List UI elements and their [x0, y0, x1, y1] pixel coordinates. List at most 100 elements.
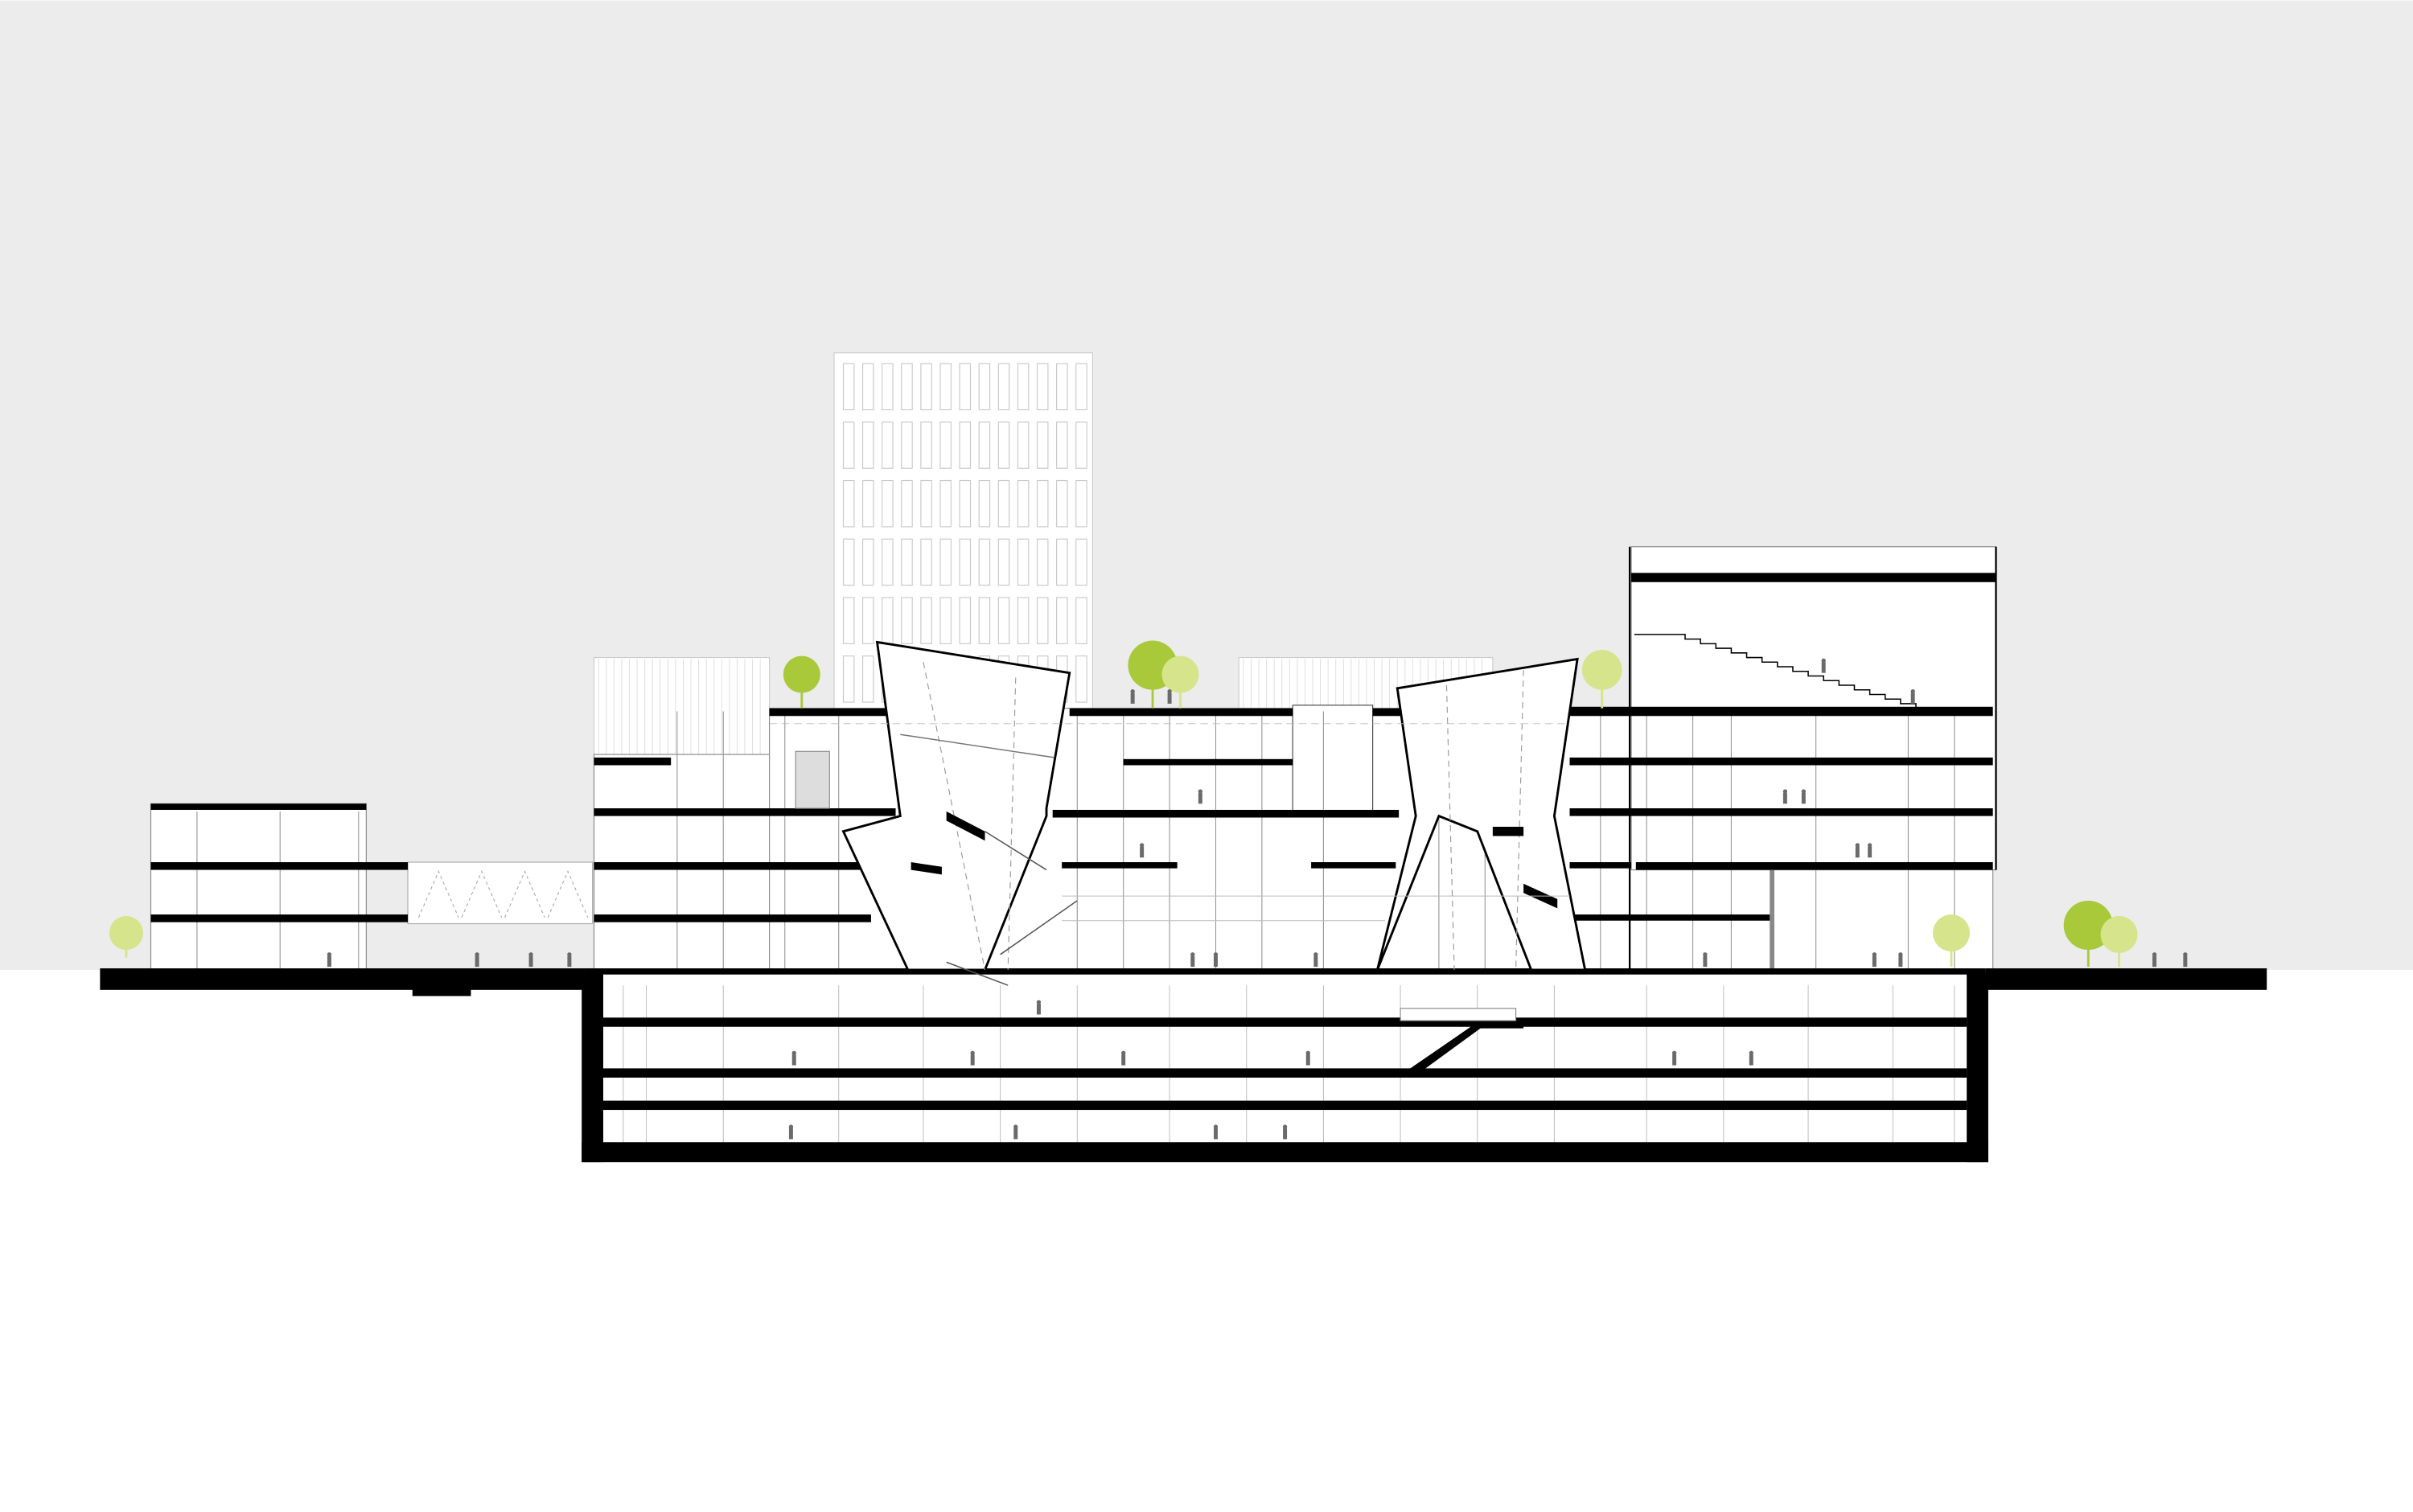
- person-icon: [1167, 688, 1172, 694]
- person-icon: [1213, 952, 1219, 957]
- floor-slab: [1372, 708, 1404, 717]
- floor-slab: [1569, 706, 1993, 717]
- person-icon: [567, 955, 572, 968]
- tree-icon: [2100, 915, 2138, 953]
- tower-window: [1056, 363, 1068, 411]
- tower-window: [862, 538, 874, 586]
- tower-window: [978, 597, 991, 644]
- tree-icon: [1581, 649, 1622, 690]
- person-icon: [1703, 952, 1708, 957]
- ground-floor-slab: [585, 968, 1986, 975]
- tree-icon: [1933, 914, 1970, 951]
- escalator-rail: [985, 831, 1047, 871]
- elevator-core: [795, 750, 830, 809]
- person-icon: [1213, 955, 1218, 968]
- person-icon: [970, 1054, 975, 1066]
- person-icon: [1121, 1050, 1126, 1055]
- floor-slab: [150, 914, 409, 922]
- tower-window: [1017, 363, 1030, 411]
- floor-slab: [594, 862, 896, 870]
- tower-window: [1075, 597, 1087, 644]
- tower-window: [882, 538, 894, 586]
- person-icon: [1703, 955, 1708, 968]
- tower-window: [1075, 538, 1087, 586]
- person-icon: [970, 1050, 975, 1055]
- tower-window: [1017, 421, 1030, 469]
- tower-window: [978, 421, 991, 469]
- floor-slab: [1635, 862, 1993, 870]
- person-icon: [1749, 1050, 1753, 1055]
- tower-window: [1017, 597, 1030, 644]
- tower-window: [959, 421, 972, 469]
- tower-window: [997, 421, 1010, 469]
- person-icon: [475, 952, 479, 957]
- tower-window: [1036, 597, 1049, 644]
- person-icon: [1013, 1128, 1018, 1140]
- floor-slab: [594, 914, 871, 922]
- escalator: [946, 811, 985, 841]
- floor-slab: [1631, 573, 1996, 582]
- person-icon: [1121, 1054, 1126, 1066]
- tower-window: [959, 597, 972, 644]
- floor-slab: [1062, 862, 1178, 869]
- person-icon: [1868, 846, 1872, 858]
- tower-window: [920, 421, 932, 469]
- floor-slab: [594, 757, 672, 766]
- bridge-truss: [504, 870, 545, 918]
- tower-window: [1075, 421, 1087, 469]
- tower-window: [997, 479, 1010, 528]
- floor-slab: [1569, 914, 1770, 921]
- person-icon: [1855, 846, 1860, 858]
- person-icon: [1782, 792, 1787, 804]
- person-icon: [1821, 662, 1826, 673]
- person-icon: [1898, 952, 1903, 957]
- tower-window: [882, 363, 894, 411]
- person-icon: [2152, 952, 2157, 957]
- basement-wall-left: [582, 972, 603, 1163]
- person-icon: [2183, 952, 2188, 957]
- person-icon: [327, 952, 332, 957]
- person-icon: [1313, 955, 1318, 968]
- auditorium-seating: [1634, 634, 1942, 709]
- tower-window: [842, 655, 855, 703]
- tower-window: [997, 538, 1010, 586]
- bridge-truss: [547, 870, 589, 918]
- tree-icon: [2063, 900, 2113, 951]
- tower-window: [1056, 421, 1068, 469]
- floor-slab: [594, 808, 896, 816]
- tower-window: [939, 479, 952, 528]
- floor-slab: [1569, 862, 1632, 869]
- tower-window: [842, 363, 855, 411]
- tower-window: [901, 363, 913, 411]
- tower-window: [842, 597, 855, 644]
- person-icon: [1198, 789, 1203, 794]
- person-icon: [1036, 1000, 1042, 1005]
- escalator-rail: [946, 961, 1009, 986]
- floor-slab: [1311, 862, 1396, 869]
- escalator-landing: [1492, 827, 1524, 836]
- person-icon: [1801, 789, 1807, 794]
- basement-slab: [603, 1100, 1967, 1111]
- tower-window: [1056, 597, 1068, 644]
- floor-slab: [150, 803, 367, 810]
- person-icon: [788, 1124, 794, 1129]
- tower-window: [901, 421, 913, 469]
- ground-background: [0, 969, 2413, 1512]
- tower-window: [901, 479, 913, 528]
- tower-window: [939, 538, 952, 586]
- person-icon: [1671, 1050, 1677, 1055]
- person-icon: [1782, 789, 1788, 794]
- cone-dashed-line: [1007, 677, 1017, 970]
- tower-window: [842, 421, 855, 469]
- floor-slab: [1569, 757, 1993, 766]
- person-icon: [327, 955, 331, 968]
- tower-window: [901, 597, 913, 644]
- basement-wall-right: [1967, 972, 1988, 1163]
- floor-slab: [150, 862, 409, 870]
- tower-window: [939, 421, 952, 469]
- person-icon: [475, 955, 479, 968]
- person-icon: [1910, 688, 1915, 694]
- basement-floor: [582, 1142, 1988, 1163]
- tower-window: [978, 363, 991, 411]
